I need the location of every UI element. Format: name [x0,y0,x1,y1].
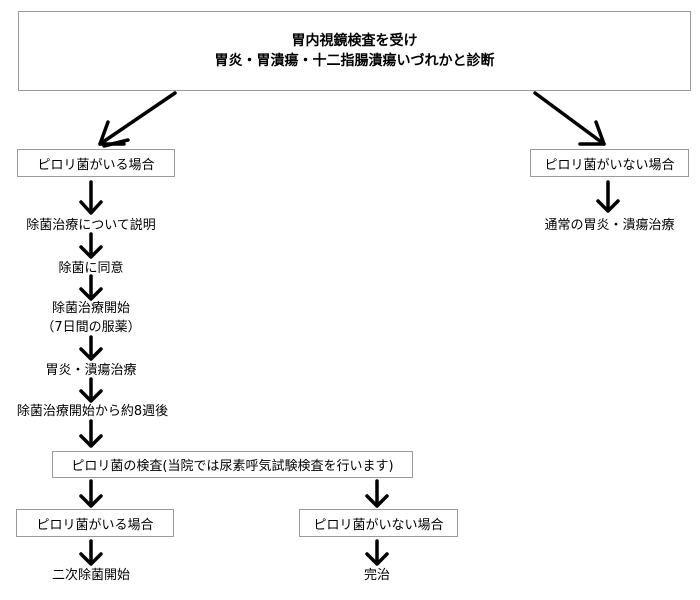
negative-result-label: ピロリ菌がいない場合 [313,517,444,533]
step-consent: 除菌に同意 [58,261,124,276]
negative-result-box: ピロリ菌がいない場合 [299,509,458,537]
step-explain: 除菌治療について説明 [26,218,156,233]
arrow-branch-to-explain [79,180,103,215]
positive-result-label: ピロリ菌がいる場合 [36,517,154,533]
arrow-start-to-treat [79,335,103,361]
left-branch-label: ピロリ菌がいる場合 [37,157,155,173]
step-start-line-2: （7日間の服薬） [41,320,141,335]
arrow-treat-to-weeks [79,377,103,403]
arrow-positive-to-next [79,539,103,566]
arrow-consent-to-start [79,274,103,301]
arrow-negative-to-next [365,539,389,566]
step-weeks: 除菌治療開始から約8週後 [16,404,169,419]
diagnosis-box: 胃内視鏡検査を受け 胃炎・胃潰瘍・十二指腸潰瘍いづれかと診断 [18,11,691,91]
positive-result-box: ピロリ菌がいる場合 [16,509,174,537]
right-branch-result: 通常の胃炎・潰瘍治療 [544,218,675,233]
negative-next: 完治 [363,568,390,583]
arrow-test-to-positive [79,479,103,508]
step-start-line-1: 除菌治療開始 [51,301,130,316]
arrow-test-to-negative [365,479,389,508]
positive-next: 二次除菌開始 [51,568,130,583]
diagnosis-line-1: 胃内視鏡検査を受け [291,33,418,49]
left-branch-box: ピロリ菌がいる場合 [17,149,175,177]
right-branch-label: ピロリ菌がいない場合 [544,157,675,173]
step-start: 除菌治療開始 （7日間の服薬） [11,299,171,337]
arrow-weeks-to-test [79,419,103,448]
arrow-to-right-branch [533,91,606,146]
right-branch-box: ピロリ菌がいない場合 [530,149,689,177]
arrow-explain-to-consent [79,232,103,259]
arrow-right-branch-to-result [596,180,620,213]
arrow-to-left-branch [98,91,177,148]
step-treat: 胃炎・潰瘍治療 [45,363,137,378]
test-label: ピロリ菌の検査(当院では尿素呼気試験検査を行います) [71,459,394,474]
diagnosis-line-2: 胃炎・胃潰瘍・十二指腸潰瘍いづれかと診断 [214,53,495,69]
test-box: ピロリ菌の検査(当院では尿素呼気試験検査を行います) [52,451,413,478]
